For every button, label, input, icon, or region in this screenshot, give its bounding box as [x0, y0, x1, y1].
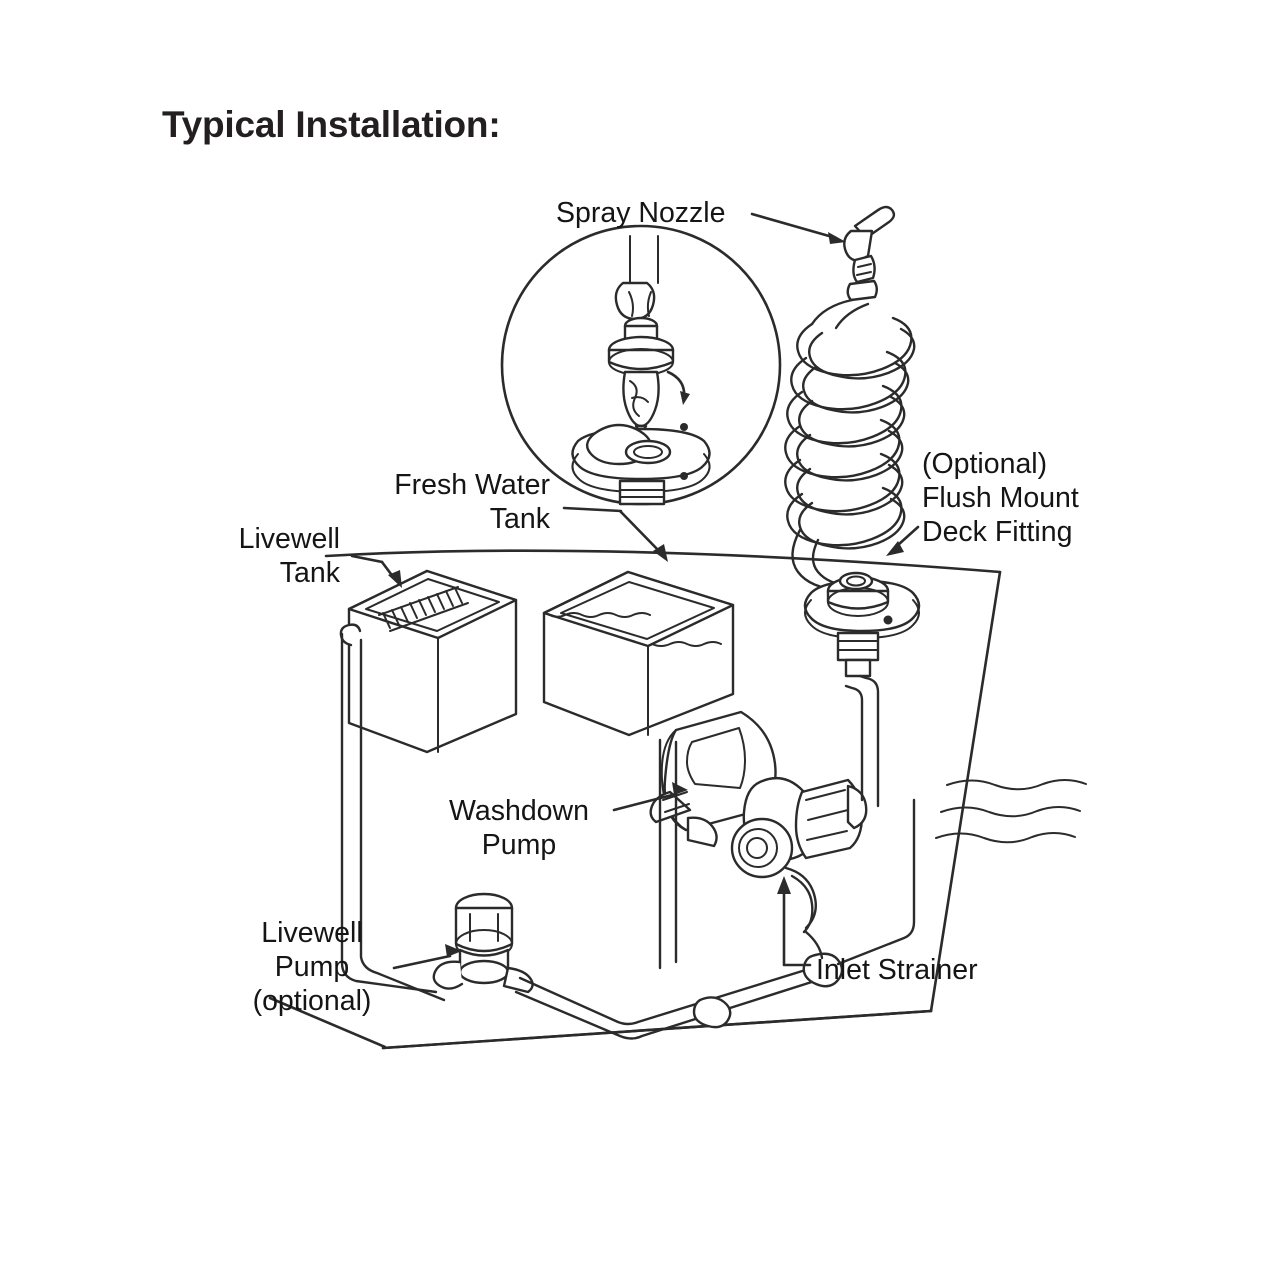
hose-network — [340, 632, 916, 1040]
fresh-water-tank — [542, 570, 735, 737]
page-title: Typical Installation: — [162, 104, 501, 145]
label-washdown-pump: Washdown Pump — [449, 795, 589, 861]
leader-lines — [350, 212, 920, 970]
spray-nozzle — [843, 205, 896, 302]
livewell-tank — [339, 569, 518, 754]
label-livewell-pump: Livewell Pump (optional) — [252, 917, 372, 1017]
livewell-pump — [432, 892, 534, 994]
label-fresh-water-tank: Fresh Water Tank — [394, 469, 550, 535]
label-spray-nozzle: Spray Nozzle — [556, 197, 726, 229]
coiled-hose — [784, 298, 916, 592]
waterline-marks — [935, 779, 1087, 844]
detail-circle-callout — [500, 224, 782, 506]
boat-hull — [268, 549, 1002, 1050]
label-flush-mount-deck-fitting: (Optional) Flush Mount Deck Fitting — [922, 448, 1079, 548]
label-inlet-strainer: Inlet Strainer — [816, 954, 978, 986]
washdown-pump — [649, 710, 868, 934]
label-livewell-tank: Livewell Tank — [238, 523, 340, 589]
flush-mount-deck-fitting — [803, 571, 921, 678]
